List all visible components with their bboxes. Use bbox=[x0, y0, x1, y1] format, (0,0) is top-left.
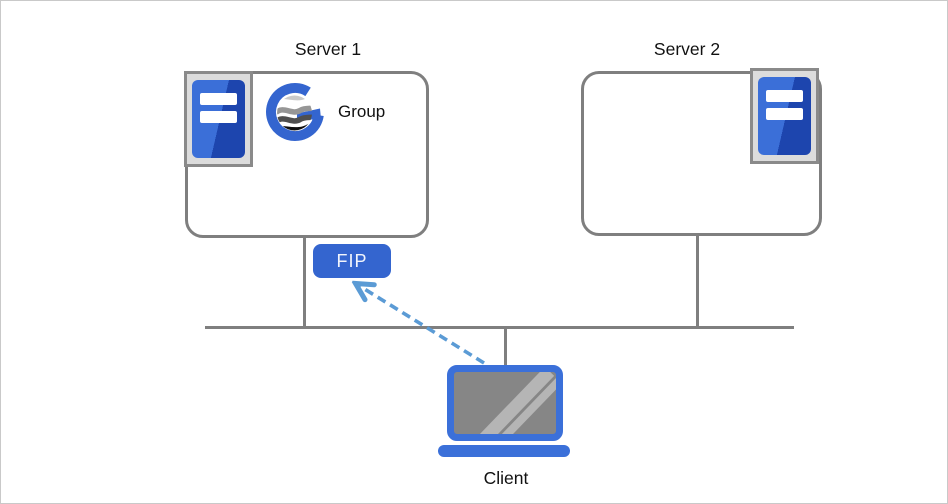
laptop-base bbox=[438, 445, 570, 457]
server1-title: Server 1 bbox=[294, 39, 362, 59]
server-slot-bar bbox=[766, 90, 803, 102]
group-label: Group bbox=[338, 102, 386, 121]
network-bus-line bbox=[205, 326, 794, 329]
laptop-icon bbox=[447, 365, 563, 441]
server2-link-line bbox=[696, 234, 699, 326]
server-slot-bar bbox=[200, 93, 237, 105]
server-tower-icon bbox=[184, 71, 253, 167]
server-tower-body bbox=[192, 80, 245, 158]
server-tower-icon bbox=[750, 68, 819, 164]
server-tower-body bbox=[758, 77, 811, 155]
server-slot-bar bbox=[200, 111, 237, 123]
client-label: Client bbox=[483, 468, 529, 488]
client-link-line bbox=[504, 329, 507, 366]
server-slot-bar bbox=[766, 108, 803, 120]
server2-title: Server 2 bbox=[653, 39, 721, 59]
group-globe-icon bbox=[265, 81, 327, 143]
server1-link-line bbox=[303, 236, 306, 326]
fip-badge: FIP bbox=[313, 244, 391, 278]
